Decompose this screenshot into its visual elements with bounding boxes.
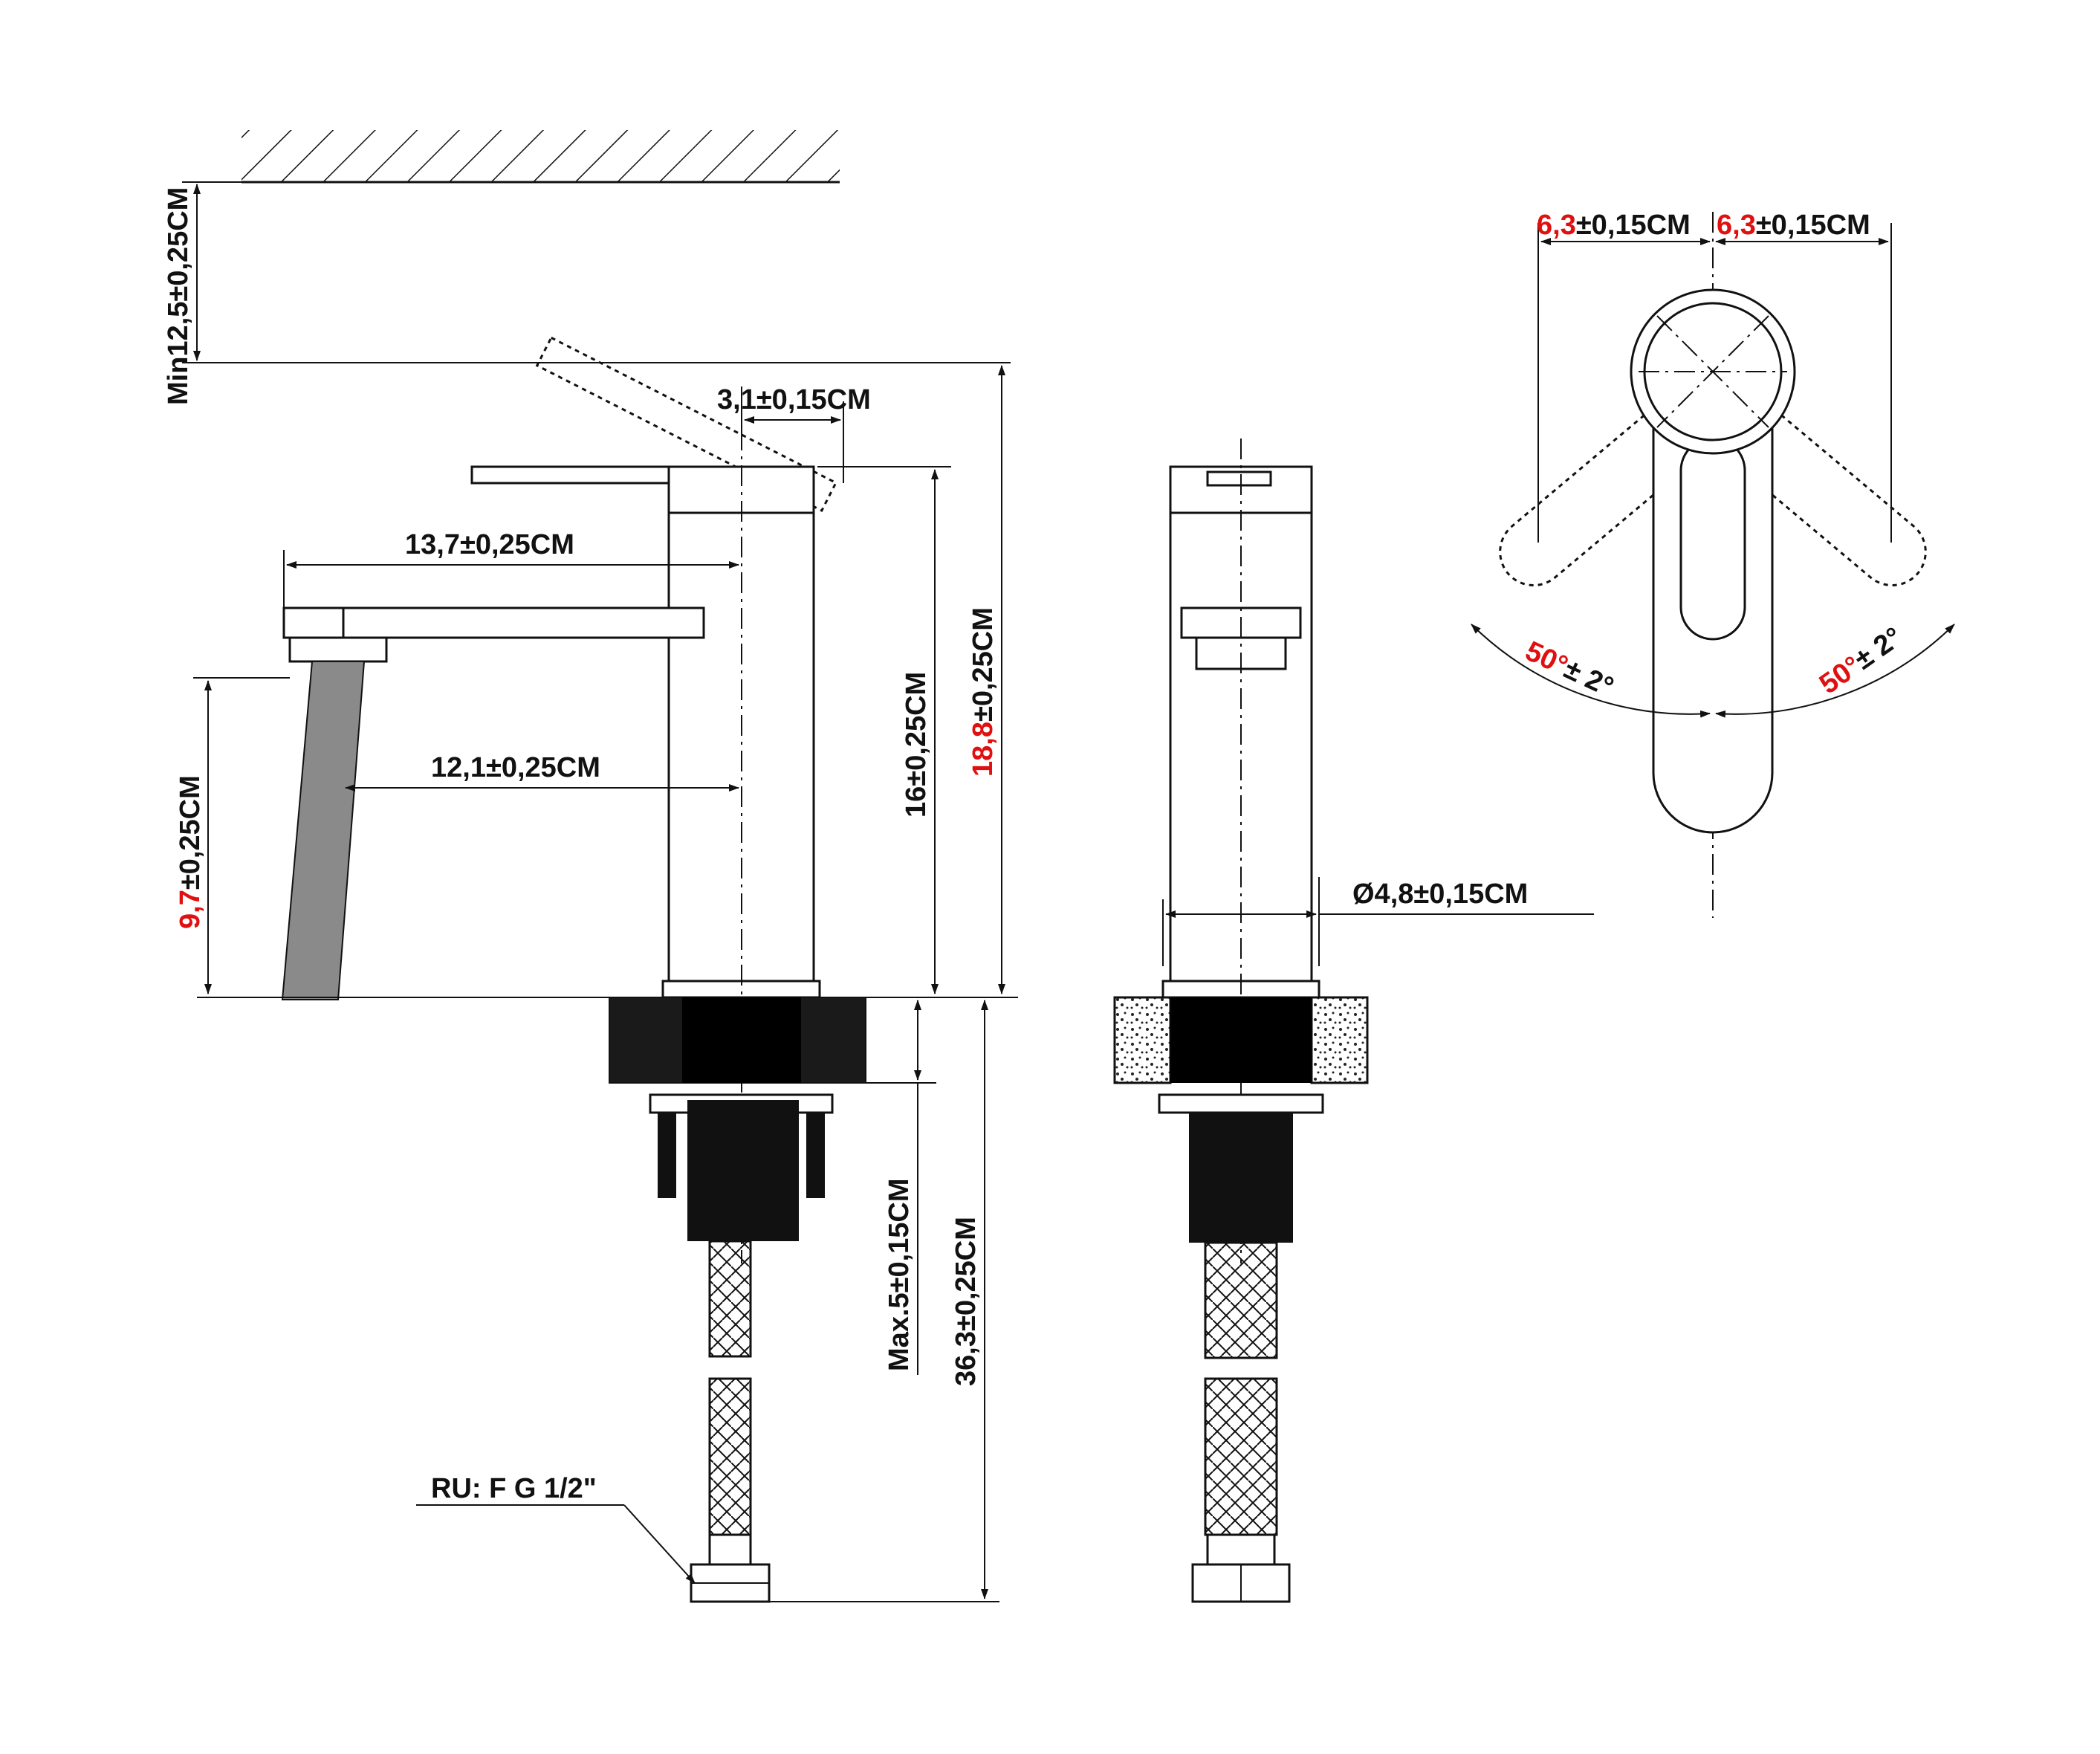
handle-raised-outline xyxy=(535,336,837,513)
dim-min-height-label: Min12,5±0,25CM xyxy=(163,187,194,405)
front-washer xyxy=(1158,1093,1324,1114)
angle-left-label: 50°± 2° xyxy=(1520,635,1618,703)
dim-diameter-label: Ø4,8±0,15CM xyxy=(1352,878,1528,910)
dim-spout-reach-label: 13,7±0,25CM xyxy=(405,529,574,560)
angle-arc-right xyxy=(1715,624,1955,718)
front-shank xyxy=(1170,997,1312,1083)
mounting-shank xyxy=(682,997,801,1083)
front-cap-slot xyxy=(1206,470,1272,487)
dim-left-width-label: 6,3±0,15CM xyxy=(1537,210,1691,241)
front-view: Ø4,8±0,15CM xyxy=(1113,438,1594,1603)
angle-right-label: 50°± 2° xyxy=(1814,621,1908,700)
front-hose-fitting xyxy=(1206,1533,1276,1566)
dim-spout-height-label: 9,7±0,25CM xyxy=(175,775,206,929)
hose-lower xyxy=(708,1377,752,1536)
dim-total-height-label: 18,8±0,25CM xyxy=(968,607,999,777)
ceiling-hatch xyxy=(242,130,840,182)
dim-max-thickness-label: Max.5±0,15CM xyxy=(884,1178,915,1371)
front-threaded-stud xyxy=(1189,1113,1293,1243)
front-hose-lower xyxy=(1204,1377,1278,1536)
threaded-stud xyxy=(687,1100,799,1241)
front-counter-right xyxy=(1310,996,1369,1084)
dim-handle-offset-label: 3,1±0,15CM xyxy=(717,384,871,415)
dim-spout-axis-label: 12,1±0,25CM xyxy=(431,752,600,783)
bolt-right xyxy=(806,1113,825,1198)
water-stream xyxy=(281,661,366,1000)
thread-label: RU: F G 1/2" xyxy=(431,1473,597,1504)
aerator xyxy=(288,636,388,663)
dim-right-width-label: 6,3±0,15CM xyxy=(1717,210,1870,241)
angle-arc-left xyxy=(1471,624,1711,718)
thread-leader-arrow xyxy=(623,1504,696,1584)
hose-upper xyxy=(708,1240,752,1358)
top-handle-slot xyxy=(1679,437,1746,641)
front-counter-left xyxy=(1113,996,1172,1084)
top-view: 6,3±0,15CM 6,3±0,15CM 50°± 2° 50°± 2° xyxy=(1471,210,1955,918)
dim-hose-length-label: 36,3±0,25CM xyxy=(950,1217,982,1386)
spout xyxy=(282,606,705,639)
bolt-left xyxy=(658,1113,676,1198)
dim-body-height-label: 16±0,25CM xyxy=(901,672,932,818)
front-hose-upper xyxy=(1204,1241,1278,1359)
hose-fitting xyxy=(708,1533,752,1566)
side-view: Min12,5±0,25CM 3,1±0,15CM 13,7±0,25CM xyxy=(163,130,1018,1603)
spout-end xyxy=(282,606,345,639)
handle xyxy=(470,465,678,485)
